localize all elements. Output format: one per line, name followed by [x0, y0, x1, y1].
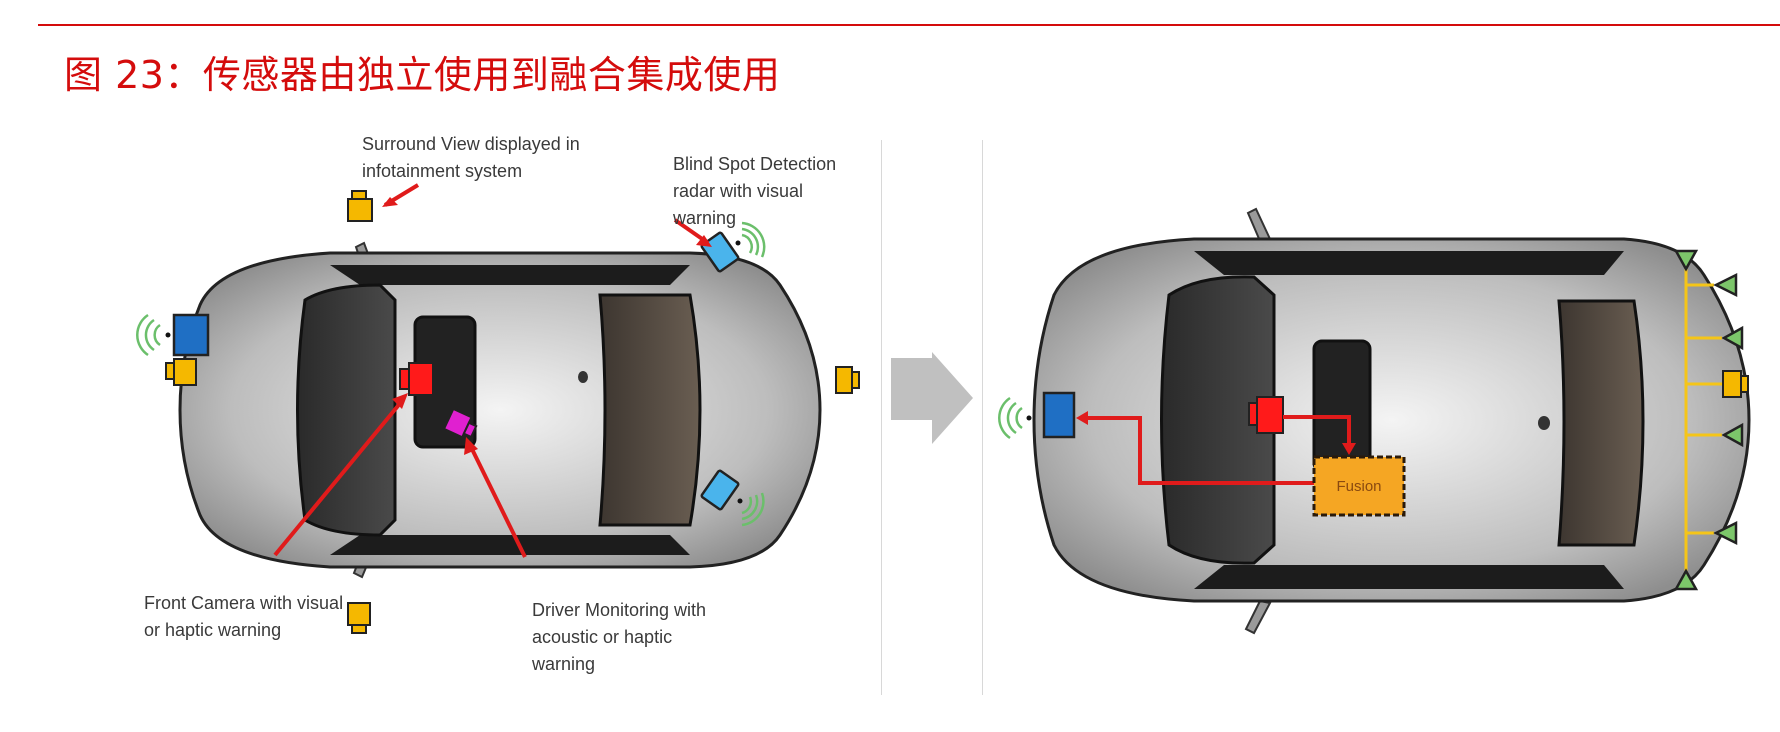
windshield	[1160, 275, 1276, 565]
windshield	[296, 283, 397, 537]
ultrasonic-top-icon	[1673, 249, 1699, 272]
independent-sensors-panel: Surround View displayed in infotainment …	[130, 134, 878, 695]
rear-camera-icon	[835, 366, 860, 394]
bus-branches	[1686, 283, 1722, 535]
fusion-unit-icon: Fusion	[1312, 455, 1406, 517]
rear-window	[1557, 299, 1645, 547]
label-front-camera: Front Camera with visual or haptic warni…	[144, 593, 344, 640]
ultrasonic-sensors	[1673, 249, 1744, 591]
front-surround-camera-icon	[165, 358, 197, 386]
bottom-mirror-camera-icon	[347, 602, 371, 634]
rear-camera-icon	[1722, 370, 1749, 398]
ultrasonic-bottom-icon	[1673, 568, 1699, 591]
front-radar-icon	[1042, 391, 1076, 439]
ultrasonic-3-icon	[1721, 422, 1744, 448]
blind-spot-radar-top-icon	[700, 231, 740, 273]
driver-monitoring-camera-icon	[442, 407, 478, 439]
label-blind-spot: Blind Spot Detection radar with visual w…	[673, 154, 837, 228]
front-camera-icon	[1256, 396, 1284, 434]
rear-window	[598, 293, 702, 527]
radar-waves-bottom-right	[741, 492, 765, 527]
radar-waves-front	[998, 396, 1023, 440]
car-body	[178, 251, 822, 569]
blind-spot-radar-bottom-icon	[700, 469, 740, 511]
surround-view-camera-icon	[347, 190, 373, 222]
divider-left	[881, 140, 882, 695]
radar-waves-front	[136, 313, 161, 357]
header-rule	[38, 24, 1780, 26]
label-driver-monitoring: Driver Monitoring with acoustic or hapti…	[532, 600, 707, 674]
transition-arrow-icon	[891, 352, 973, 444]
divider-right	[982, 140, 983, 695]
driver-monitoring-arrow	[468, 444, 527, 558]
figure-title: 图 23：传感器由独立使用到融合集成使用	[64, 53, 781, 97]
fused-sensors-panel: Fusion	[984, 135, 1780, 695]
ultrasonic-4-icon	[1713, 520, 1738, 546]
front-camera-icon	[399, 362, 434, 396]
sunroof	[1312, 339, 1372, 473]
car-independent-illustration	[136, 183, 860, 634]
fusion-connections	[1084, 415, 1351, 485]
car-fused-illustration: Fusion	[998, 207, 1751, 635]
front-camera-arrow	[273, 399, 404, 557]
ultrasonic-2-icon	[1721, 325, 1744, 351]
label-surround-view: Surround View displayed in infotainment …	[362, 134, 580, 181]
fusion-label: Fusion	[1336, 478, 1381, 495]
front-radar-icon	[172, 313, 210, 357]
radar-waves-top-right	[741, 221, 766, 258]
ultrasonic-1-icon	[1713, 272, 1738, 298]
